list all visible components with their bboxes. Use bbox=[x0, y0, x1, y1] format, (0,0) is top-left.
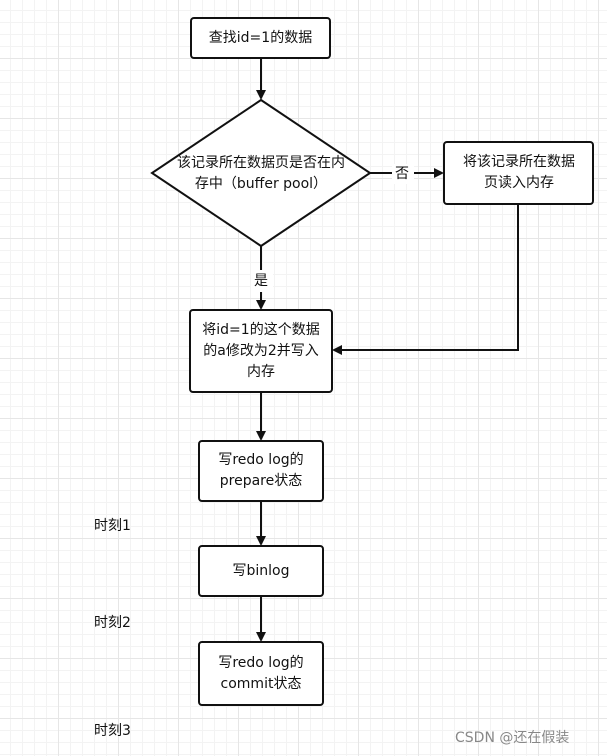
node-load-text: 将该记录所在数据页读入内存 bbox=[463, 154, 575, 191]
watermark: CSDN @还在假装 bbox=[455, 730, 570, 746]
edge-label-no-bg bbox=[392, 164, 414, 184]
edge-label-yes: 是 bbox=[254, 273, 268, 289]
edge-load-to-modify bbox=[332, 204, 519, 355]
node-commit-box bbox=[198, 641, 324, 706]
node-commit-text: 写redo log的commit状态 bbox=[218, 654, 304, 692]
edge-label-no: 否 bbox=[395, 166, 409, 182]
edge-label-yes-bg bbox=[251, 270, 273, 292]
time-label-1: 时刻1 bbox=[94, 518, 131, 534]
node-modify-text: 将id=1的这个数据的a修改为2并写入内存 bbox=[202, 321, 320, 380]
node-binlog-text: 写binlog bbox=[232, 562, 290, 579]
node-find-text: 查找id=1的数据 bbox=[208, 29, 313, 46]
node-prepare-text: 写redo log的prepare状态 bbox=[218, 452, 304, 489]
time-label-3: 时刻3 bbox=[94, 723, 131, 739]
time-label-2: 时刻2 bbox=[94, 615, 131, 631]
node-check-text: 该记录所在数据页是否在内存中（buffer pool） bbox=[177, 155, 345, 192]
